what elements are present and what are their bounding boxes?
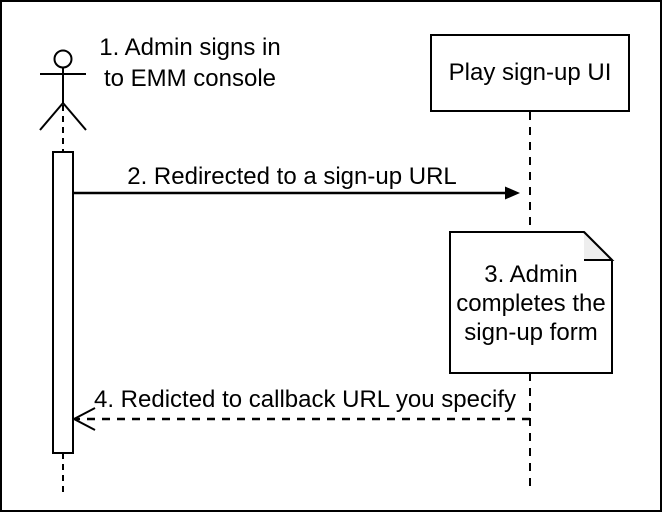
note-shape — [449, 231, 615, 374]
message-2-arrow — [73, 186, 520, 200]
participant-label: Play sign-up UI — [448, 59, 612, 86]
note-fold-edges — [583, 231, 615, 261]
participant-box: Play sign-up UI — [430, 34, 630, 112]
message-4-arrow — [71, 407, 530, 431]
message-4-label: 4. Redicted to callback URL you specify — [94, 386, 516, 413]
note-label-line-2: completes the — [456, 290, 606, 317]
note-label-line-1: 3. Admin — [484, 261, 578, 288]
message-4-arrowhead-icon — [71, 407, 96, 431]
actor-left-leg — [39, 102, 64, 131]
activation-bar — [52, 151, 74, 454]
actor-icon — [39, 49, 87, 131]
message-2-arrowhead-icon — [505, 186, 520, 200]
note-body — [449, 231, 613, 374]
actor-label-line-2: to EMM console — [103, 65, 277, 92]
message-2-label: 2. Redirected to a sign-up URL — [127, 163, 457, 190]
note-label: 3. Admin completes the sign-up form — [450, 260, 612, 347]
actor-label: 1. Admin signs in to EMM console — [90, 32, 290, 94]
actor-label-line-1: 1. Admin signs in — [99, 34, 281, 61]
actor-right-leg — [62, 102, 87, 131]
note-label-line-3: sign-up form — [464, 319, 598, 346]
actor-head — [53, 49, 73, 69]
